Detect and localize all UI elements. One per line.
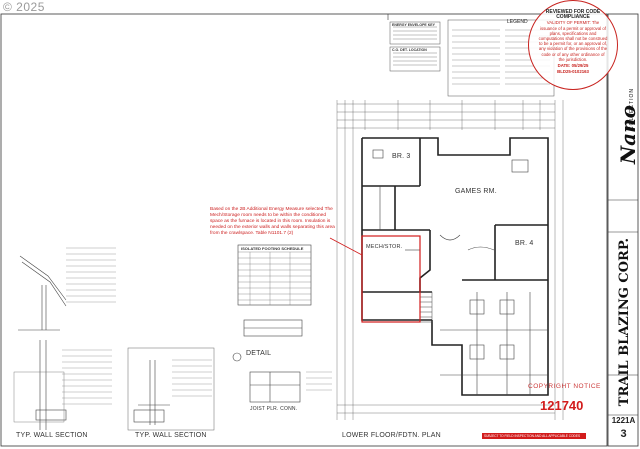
room-mech: MECH/STOR. [366, 244, 403, 250]
copyright-notice: COPYRIGHT NOTICE [528, 383, 601, 390]
stamp-permit: BLD25-0102163 [557, 69, 589, 75]
permit-number: 121740 [540, 398, 584, 413]
stamp-text: VALIDITY OF PERMIT: The issuance of a pe… [538, 20, 608, 62]
detail-title: DETAIL [246, 350, 272, 357]
footing-schedule-title: ISOLATED FOOTING SCHEDULE [241, 246, 304, 251]
plan-title: LOWER FLOOR/FDTN. PLAN [342, 432, 441, 439]
red-notice: SUBJECT TO FIELD INSPECTION AND ALL APPL… [482, 433, 586, 439]
room-games: GAMES RM. [455, 188, 497, 195]
room-br3: BR. 3 [392, 153, 411, 160]
title-block: Nano COLLECTION TRAIL BLAZING CORP. [608, 0, 640, 449]
sheet-id: 1221A [611, 416, 636, 425]
stamp-heading: REVIEWED FOR CODE COMPLIANCE [545, 9, 601, 21]
wall-section-1-title: TYP. WALL SECTION [16, 432, 88, 439]
detail-location-title: C.O. DET. LOCATION [392, 48, 427, 52]
energy-note: Based on the 2B Additional Energy Measur… [210, 207, 335, 237]
brand-sub: COLLECTION [629, 88, 635, 130]
watermark: © 2025 [3, 0, 45, 14]
room-br4: BR. 4 [515, 240, 534, 247]
envelope-key-title: ENERGY ENVELOPE KEY [392, 23, 435, 27]
review-stamp: REVIEWED FOR CODE COMPLIANCE VALIDITY OF… [528, 0, 618, 90]
joist-title: JOIST PLR. CONN. [250, 406, 298, 412]
wall-section-2-title: TYP. WALL SECTION [135, 432, 207, 439]
company-name: TRAIL BLAZING CORP. [617, 238, 632, 407]
brand-logo: Nano [616, 105, 640, 165]
legend-title: LEGEND [507, 19, 528, 25]
sheet-number: 3 [620, 428, 627, 440]
stamp-date: DATE: 05/29/25 [557, 63, 589, 69]
